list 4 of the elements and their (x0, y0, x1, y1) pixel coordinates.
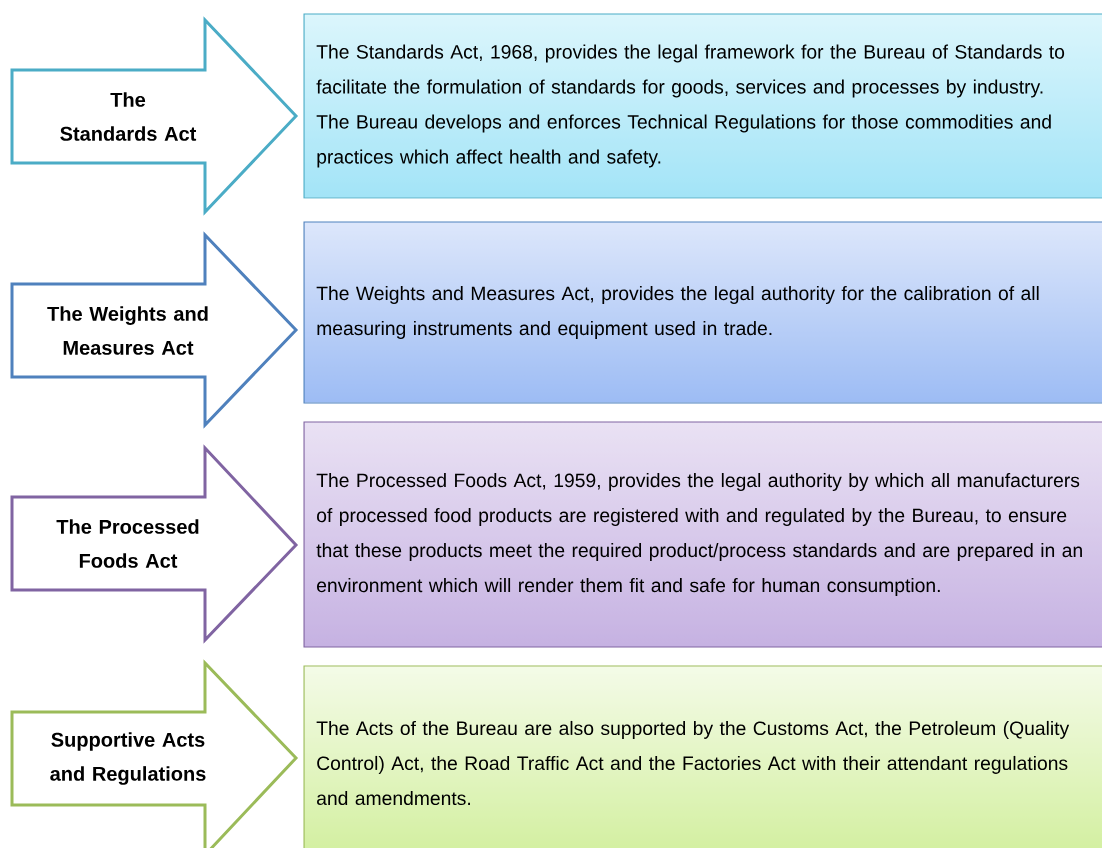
text-box: The Processed Foods Act, 1959, provides the legal authority by which all manufacturers of processed food products are registered with and regulated by the Bureau, to ensure that these products meet the required product/process standards and are prepared in an environment which will render them fit and safe for human consumption. (303, 421, 1102, 648)
text-box: The Weights and Measures Act, provides the legal authority for the calibration of all measuring instruments and equipment used in trade. (303, 221, 1102, 404)
text-box: The Standards Act, 1968, provides the legal framework for the Bureau of Standards to facilitate the formulation of standards for goods, services and processes by industry. The Bureau develops and enforces Technical Regulations for those commodities and practices which affect health and safety. (303, 13, 1102, 199)
text-box: The Acts of the Bureau are also supported by the Customs Act, the Petroleum (Quality Control) Act, the Road Traffic Act and the Factories Act with their attendant regulations and amendments. (303, 665, 1102, 848)
